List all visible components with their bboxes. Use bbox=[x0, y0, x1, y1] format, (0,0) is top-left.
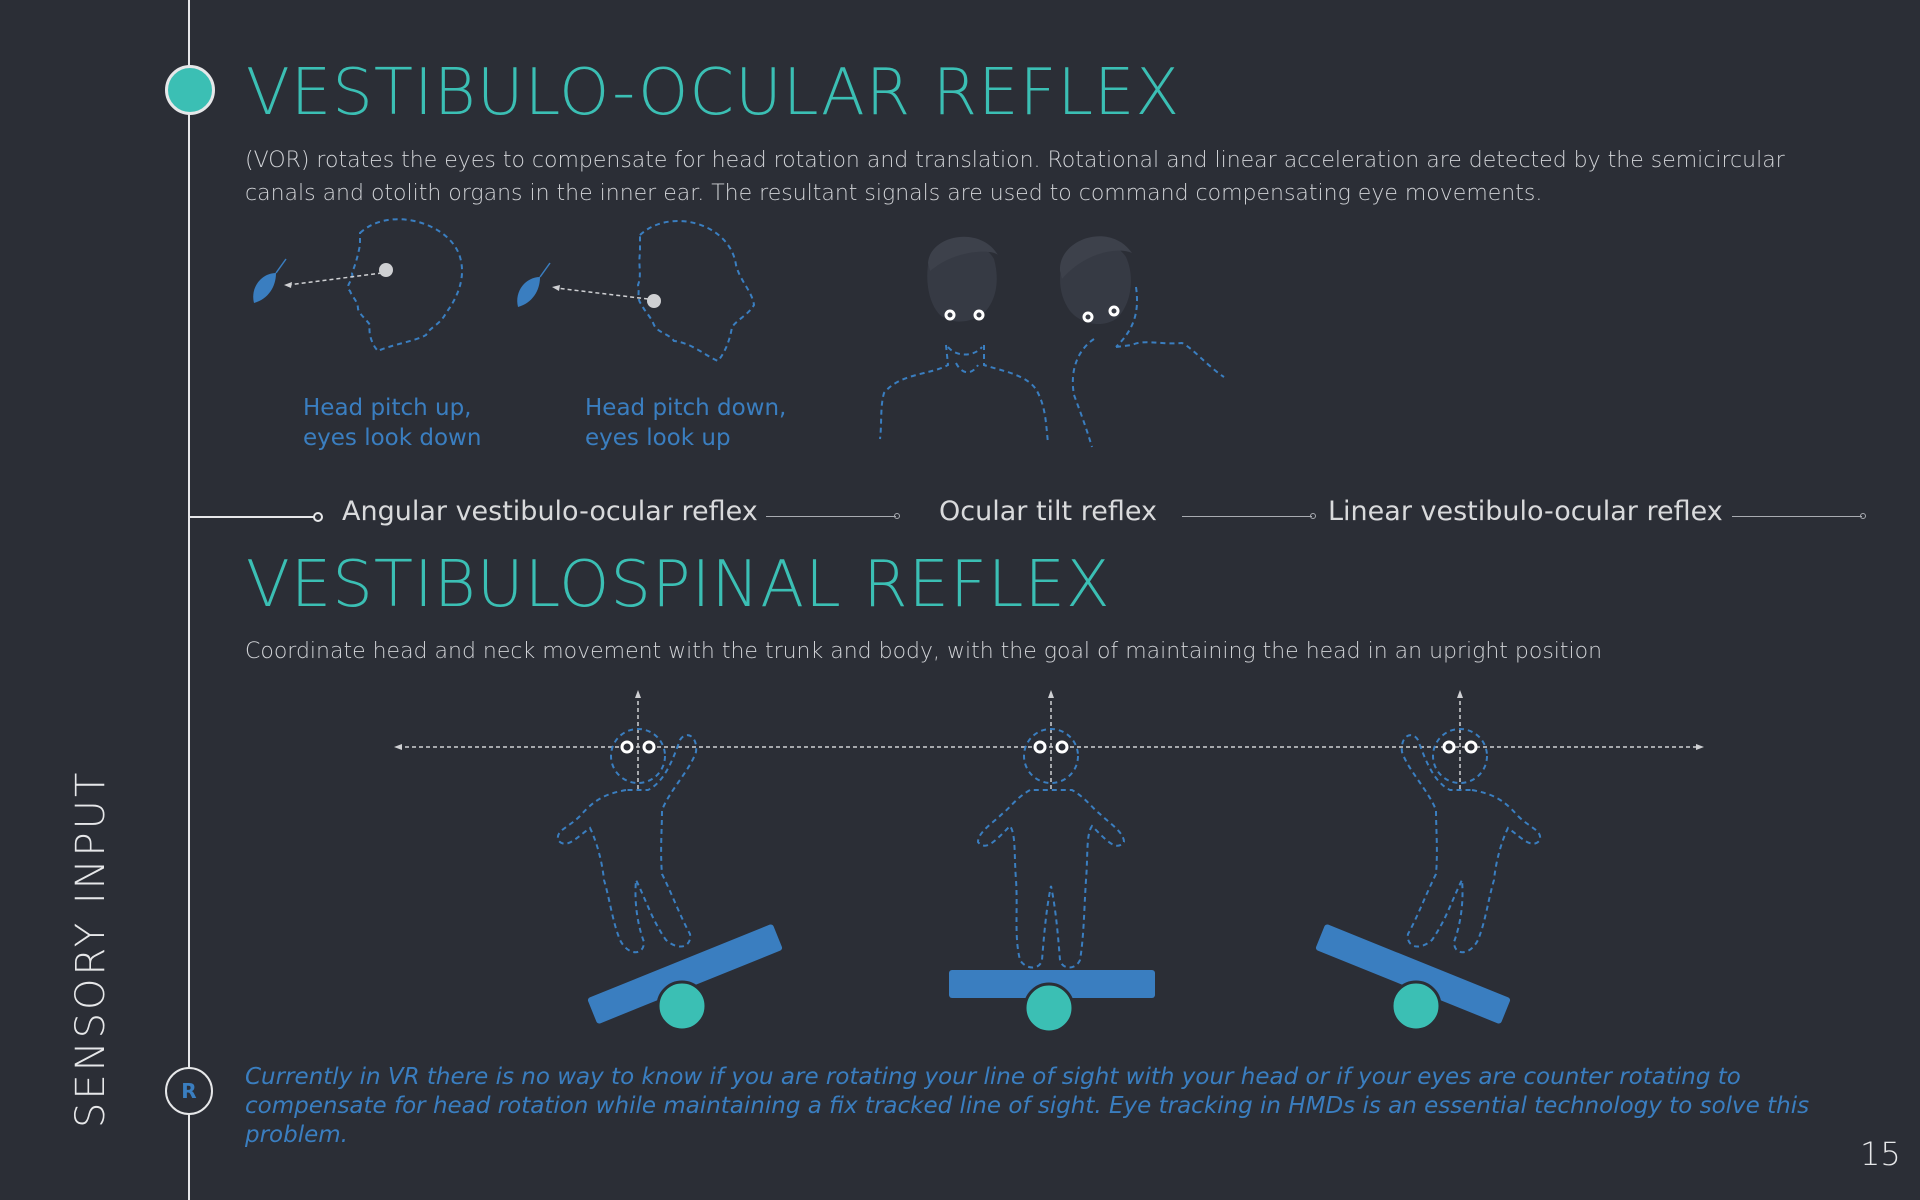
reflex-connector-1-dot bbox=[894, 513, 900, 519]
page-number: 15 bbox=[1860, 1135, 1901, 1173]
reflex-connector-3 bbox=[1732, 516, 1862, 517]
eye-tracking-note: Currently in VR there is no way to know … bbox=[245, 1064, 1810, 1148]
balance-figure-right bbox=[1315, 690, 1542, 1032]
note-marker-label: R bbox=[181, 1079, 197, 1103]
caption-pitch-up: Head pitch up, eyes look down bbox=[303, 393, 481, 453]
note-marker: R bbox=[165, 1067, 213, 1115]
vor-description: (VOR) rotates the eyes to compensate for… bbox=[245, 148, 1785, 206]
head-pitch-up-figure bbox=[253, 218, 464, 353]
caption-pitch-down-line2: eyes look up bbox=[585, 425, 731, 451]
caption-pitch-down-line1: Head pitch down, bbox=[585, 395, 787, 421]
ocular-tilt-figure-front bbox=[879, 236, 1049, 444]
vsr-title: VESTIBULOSPINAL REFLEX bbox=[246, 548, 1111, 622]
reflex-connector-2 bbox=[1182, 516, 1312, 517]
ocular-tilt-figure-tilted bbox=[1059, 236, 1225, 448]
timeline-branch bbox=[188, 516, 318, 518]
reflex-type-angular: Angular vestibulo-ocular reflex bbox=[342, 496, 758, 527]
vor-illustration bbox=[253, 218, 1225, 448]
reflex-connector-2-dot bbox=[1310, 513, 1316, 519]
balance-figure-left bbox=[556, 690, 783, 1032]
timeline-branch-end bbox=[313, 512, 323, 522]
timeline-line bbox=[188, 0, 190, 1200]
vor-title: VESTIBULO-OCULAR REFLEX bbox=[246, 56, 1181, 130]
caption-pitch-up-line1: Head pitch up, bbox=[303, 395, 472, 421]
reflex-type-ocular-tilt: Ocular tilt reflex bbox=[939, 496, 1157, 527]
section-label: SENSORY INPUT bbox=[68, 769, 114, 1128]
caption-pitch-down: Head pitch down, eyes look up bbox=[585, 393, 786, 453]
reflex-connector-1 bbox=[766, 516, 896, 517]
caption-pitch-up-line2: eyes look down bbox=[303, 425, 482, 451]
timeline-node-teal bbox=[165, 65, 215, 115]
reflex-type-linear: Linear vestibulo-ocular reflex bbox=[1328, 496, 1723, 527]
vsr-description: Coordinate head and neck movement with t… bbox=[245, 639, 1603, 664]
reflex-connector-3-dot bbox=[1860, 513, 1866, 519]
vsr-illustration bbox=[394, 690, 1704, 1034]
head-pitch-down-figure bbox=[517, 220, 756, 363]
balance-figure-center bbox=[949, 690, 1155, 1034]
